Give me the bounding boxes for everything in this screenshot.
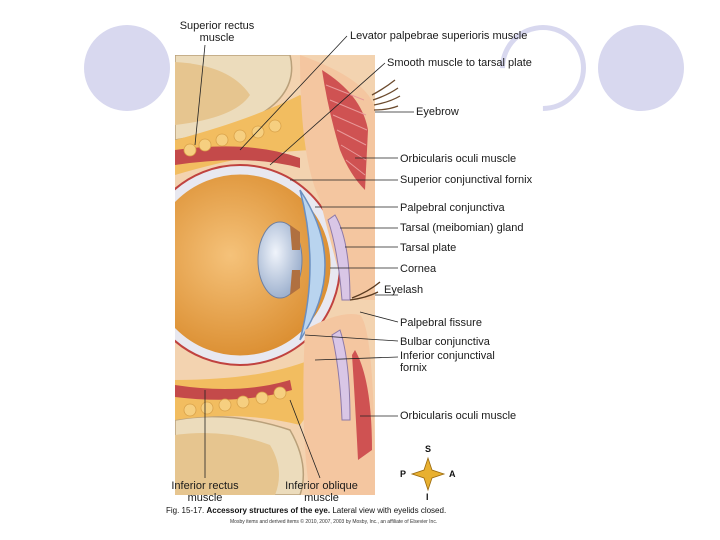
compass-posterior: P [400, 469, 407, 479]
compass-anterior: A [449, 469, 456, 479]
orbicularis-upper-shape [322, 70, 368, 190]
lens-shape [257, 221, 303, 299]
superior-rectus-shape [175, 146, 300, 168]
decorative-circle-right [598, 25, 684, 111]
label-inferior-fornix: Inferior conjunctival fornix [400, 350, 495, 374]
label-inferior-rectus: Inferior rectus muscle [171, 480, 239, 504]
iris-lower [290, 270, 300, 295]
eyeball-shape [175, 165, 340, 365]
orbicularis-lower-shape [352, 350, 372, 460]
label-superior-rectus: Superior rectus muscle [179, 20, 255, 44]
label-cornea: Cornea [400, 263, 437, 275]
label-palpebral-fissure: Palpebral fissure [400, 317, 482, 329]
tarsal-plate-shape [327, 214, 351, 301]
lower-bone-marrow [175, 432, 279, 495]
caption-title: Accessory structures of the eye. [206, 506, 331, 515]
lower-tarsal-plate [331, 329, 351, 421]
label-smooth-muscle: Smooth muscle to tarsal plate [387, 57, 532, 69]
label-tarsal-gland: Tarsal (meibomian) gland [400, 222, 524, 234]
decorative-circle-left [84, 25, 170, 111]
label-tarsal-plate: Tarsal plate [400, 242, 457, 254]
compass-inferior: I [426, 492, 429, 502]
label-eyelash: Eyelash [384, 284, 424, 296]
label-leader-lines [194, 35, 414, 479]
label-superior-fornix: Superior conjunctival fornix [400, 174, 533, 186]
label-orbicularis-lower: Orbicularis oculi muscle [400, 410, 517, 422]
label-orbicularis-upper: Orbicularis oculi muscle [400, 153, 517, 165]
cornea-shape [299, 189, 326, 341]
upper-bone-marrow [175, 62, 250, 125]
copyright-credit: Mosby items and derived items © 2010, 20… [230, 519, 438, 525]
label-inferior-oblique: Inferior oblique muscle [285, 480, 358, 504]
orientation-compass [410, 456, 446, 492]
label-levator: Levator palpebrae superioris muscle [350, 30, 528, 42]
fat-globules [183, 119, 287, 417]
muscle-fiber-lines [325, 84, 368, 176]
label-palpebral-conjunctiva: Palpebral conjunctiva [400, 202, 505, 214]
eyebrow-hairs [371, 79, 401, 111]
compass-superior: S [425, 444, 432, 454]
iris-upper [290, 225, 300, 250]
caption-description: Lateral view with eyelids closed. [332, 506, 447, 515]
eyelash-hairs [349, 281, 381, 301]
caption-fig-number: Fig. 15-17. [166, 506, 205, 515]
figure-caption: Fig. 15-17. Accessory structures of the … [166, 506, 446, 515]
label-bulbar-conjunctiva: Bulbar conjunctiva [400, 336, 490, 348]
label-eyebrow: Eyebrow [416, 106, 459, 118]
